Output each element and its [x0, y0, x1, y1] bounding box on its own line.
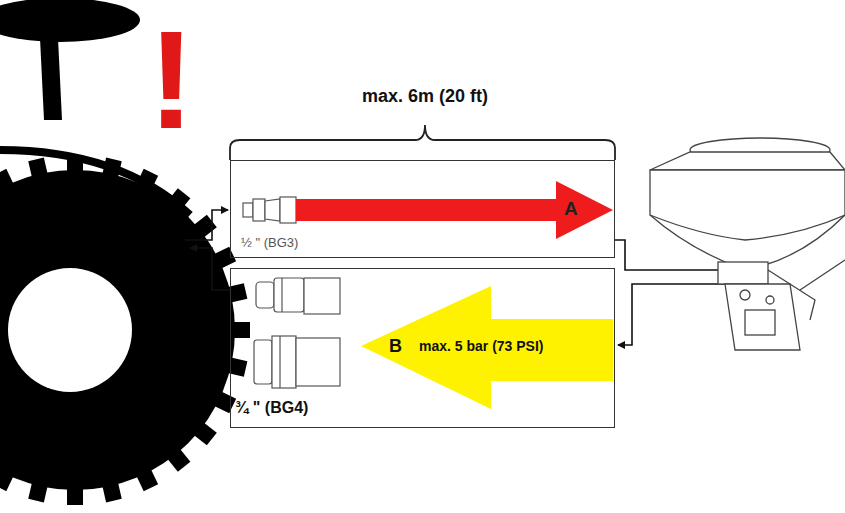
- coupling-box: ¾ " (BG4) Bmax. 5 bar (73 PSI): [230, 268, 615, 428]
- node-text: A: [564, 198, 578, 220]
- coupling-icons: [243, 197, 340, 388]
- node-text: B: [389, 336, 402, 357]
- coupling-box: ½ " (BG3) A: [230, 160, 615, 258]
- dimension-bracket: [230, 125, 615, 160]
- tractor-silhouette: [0, 0, 250, 505]
- dimension-label: max. 6m (20 ft): [362, 86, 488, 107]
- supply-arrow: A: [296, 181, 613, 239]
- warning-mark: !: [148, 0, 195, 160]
- return-arrow: Bmax. 5 bar (73 PSI): [361, 286, 613, 409]
- node-text: ½ " (BG3): [241, 235, 298, 250]
- spreader-machine: [650, 138, 845, 350]
- node-text: ¾ " (BG4): [235, 399, 308, 417]
- node-text: max. 5 bar (73 PSI): [419, 338, 544, 354]
